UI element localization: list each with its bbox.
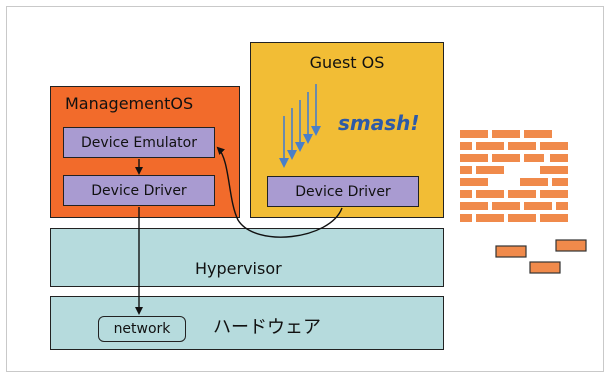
hypervisor-label: Hypervisor [195,259,282,278]
hardware-label: ハードウェア [213,317,321,338]
mgmt-device-driver-label: Device Driver [91,182,187,199]
network-label: network [113,321,171,337]
guest-device-driver-label: Device Driver [295,183,391,200]
device-emulator-box: Device Emulator [63,127,215,158]
smash-arrows [279,84,321,168]
hypervisor-layer: Hypervisor [50,228,444,287]
brick-wall-icon [460,130,568,222]
guest-os-label: Guest OS [309,53,385,72]
management-os-label: ManagementOS [65,94,194,113]
guest-device-driver-box: Device Driver [267,176,419,207]
smash-label: smash! [338,111,420,135]
network-box: network [98,316,186,342]
fallen-bricks-icon [495,239,587,274]
mgmt-device-driver-box: Device Driver [63,175,215,206]
guest-driver-to-emulator-arrow [216,146,343,238]
device-emulator-label: Device Emulator [81,134,197,151]
